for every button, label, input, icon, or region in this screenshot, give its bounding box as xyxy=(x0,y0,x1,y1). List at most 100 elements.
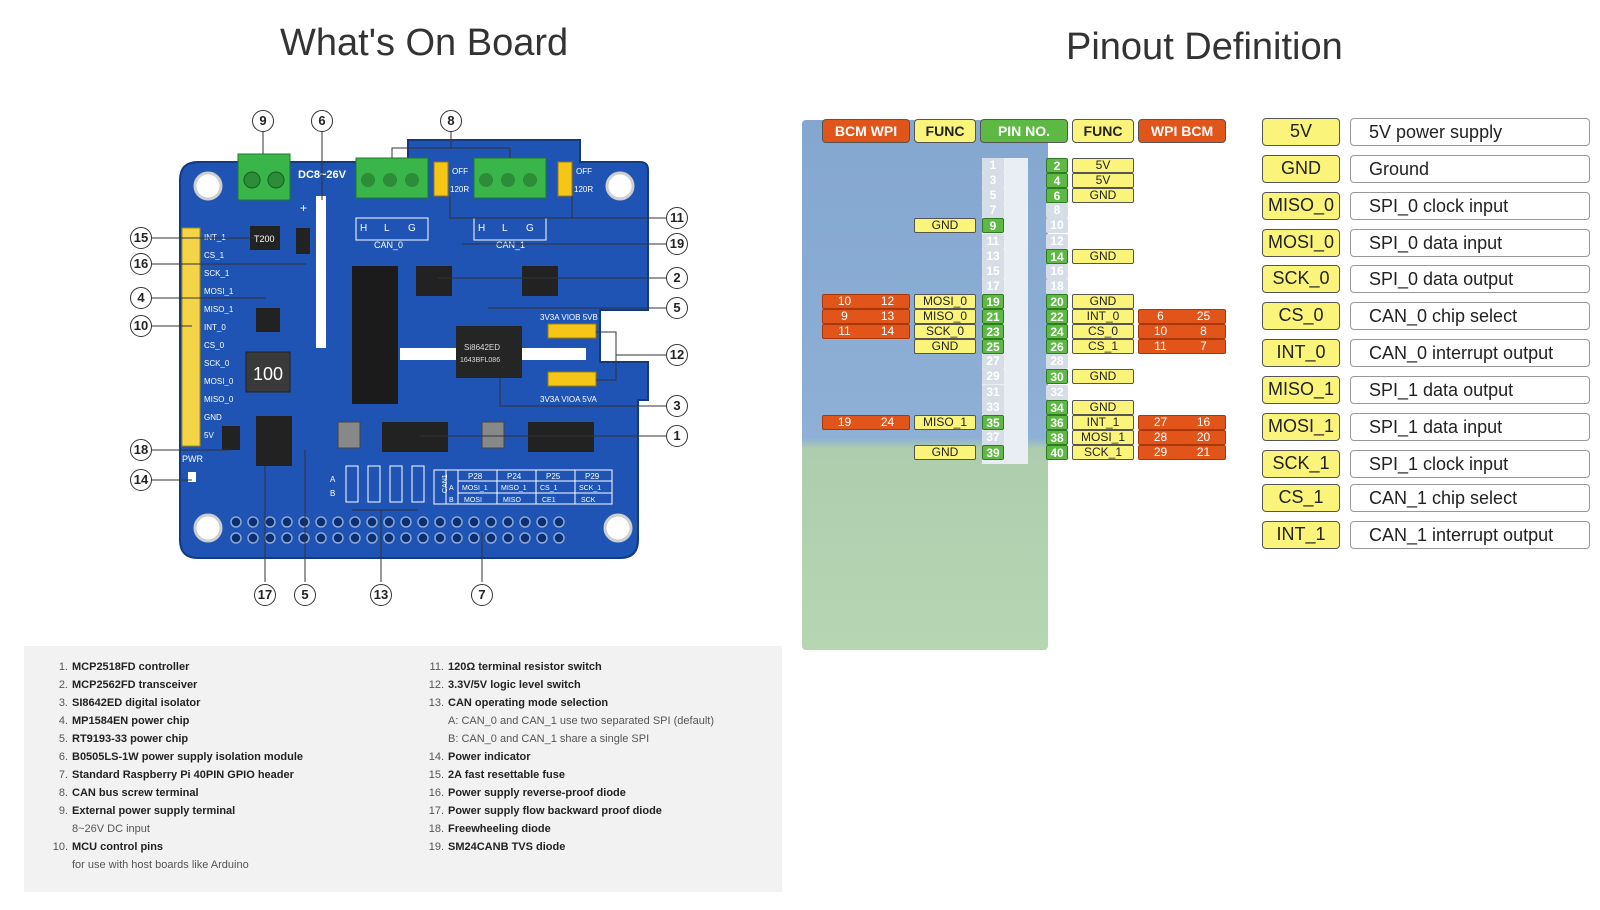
logic-switch-a xyxy=(547,371,597,387)
pin-wpi-right: 11 xyxy=(1154,339,1167,353)
hlg-0: H xyxy=(360,223,367,234)
legend-key: 5V xyxy=(1262,118,1340,146)
side-pin-label: CS_1 xyxy=(204,251,225,260)
gpio-pin xyxy=(434,516,446,528)
pin-func-right: CS_0 xyxy=(1072,324,1134,339)
note-item: 12.3.3V/5V logic level switch xyxy=(416,676,714,694)
mode-table-row-a: A xyxy=(449,485,454,492)
can0-terminal xyxy=(355,157,429,241)
legend-key: CS_0 xyxy=(1262,302,1340,330)
pin-number-left: 21 xyxy=(982,309,1004,324)
pin-number-right: 32 xyxy=(1046,385,1068,400)
note-item: 13.CAN operating mode selection xyxy=(416,694,714,712)
gpio-pin xyxy=(400,532,412,544)
pin-func-right: 5V xyxy=(1072,158,1134,173)
freewheel-diode xyxy=(222,426,240,450)
side-pin-label: MISO_1 xyxy=(204,305,234,314)
gpio-pin xyxy=(349,516,361,528)
note-number: 16. xyxy=(428,787,444,799)
mode-table-header: P28 xyxy=(468,472,483,481)
legend-description: CAN_1 chip select xyxy=(1350,484,1590,512)
note-text: B0505LS-1W power supply isolation module xyxy=(72,751,304,763)
pin-bcm-left: 11 xyxy=(838,324,851,338)
callout-14: 14 xyxy=(130,469,152,491)
legend-key: MISO_0 xyxy=(1262,192,1340,220)
pin-bcm-right: 8 xyxy=(1200,324,1207,338)
gpio-pin xyxy=(519,532,531,544)
mode-table-a-cell: SCK_1 xyxy=(579,485,601,492)
pin-number-right: 6 xyxy=(1046,188,1068,203)
pin-number-left: 5 xyxy=(982,188,1004,203)
side-pin-label: 5V xyxy=(204,431,214,440)
can1-text: CAN_1 xyxy=(496,240,525,250)
side-pin-label: CS_0 xyxy=(204,341,225,350)
legend-description: 5V power supply xyxy=(1350,118,1590,146)
callout-4: 4 xyxy=(130,287,152,309)
t200-text: T200 xyxy=(254,234,275,244)
note-text: Power supply flow backward proof diode xyxy=(448,805,662,817)
side-pin-labels: INT_1CS_1SCK_1MOSI_1MISO_1INT_0CS_0SCK_0… xyxy=(204,233,234,440)
hlg-can1-2: G xyxy=(526,223,534,234)
pin-bcm-left: 19 xyxy=(837,415,852,429)
pin-wpi-left: 13 xyxy=(880,309,895,323)
gpio-pin xyxy=(366,532,378,544)
pin-bcm-right: 21 xyxy=(1196,445,1211,459)
gpio-pin xyxy=(451,516,463,528)
pin-func-left: MISO_0 xyxy=(914,309,976,324)
terminal-resistor-switches xyxy=(433,161,573,197)
gpio-pin xyxy=(485,532,497,544)
digital-isolator xyxy=(456,326,522,378)
note-item: 2.MCP2562FD transceiver xyxy=(40,676,303,694)
gpio-pin xyxy=(536,532,548,544)
note-text: for use with host boards like Arduino xyxy=(72,859,249,871)
legend-description: SPI_1 data output xyxy=(1350,376,1590,404)
hlg-2: G xyxy=(408,223,416,234)
note-item: 5.RT9193-33 power chip xyxy=(40,730,303,748)
note-item: 9.External power supply terminal xyxy=(40,802,303,820)
side-pin-label: MOSI_1 xyxy=(204,287,234,296)
can1-terminal xyxy=(473,157,547,241)
pin-number-right: 4 xyxy=(1046,173,1068,188)
mode-table-a-cell: CS_1 xyxy=(540,485,558,492)
pin-bcm-left: 10 xyxy=(837,294,852,308)
pin-number-right: 18 xyxy=(1046,279,1068,294)
board-diagram: DC8~26V + H L G H L G CAN_0 CAN_1 OFF 12… xyxy=(120,100,720,620)
note-subtext: for use with host boards like Arduino xyxy=(40,856,303,874)
gpio-pin xyxy=(451,532,463,544)
note-text: SI8642ED digital isolator xyxy=(72,697,201,709)
can0-text: CAN_0 xyxy=(374,240,403,250)
callout-5-bottom: 5 xyxy=(294,584,316,606)
side-pin-label: SCK_1 xyxy=(204,269,230,278)
note-item: 18.Freewheeling diode xyxy=(416,820,714,838)
note-number: 1. xyxy=(58,661,68,673)
note-text: External power supply terminal xyxy=(72,805,236,817)
callout-7: 7 xyxy=(471,584,493,606)
callout-11: 11 xyxy=(666,207,688,229)
note-text: 2A fast resettable fuse xyxy=(448,769,565,781)
note-item: 4.MP1584EN power chip xyxy=(40,712,303,730)
header-func-left: FUNC xyxy=(914,119,976,143)
pin-number-left: 33 xyxy=(982,400,1004,415)
off-text-1: OFF xyxy=(576,167,592,176)
pin-func-left: MOSI_0 xyxy=(914,294,976,309)
gpio-pin xyxy=(519,516,531,528)
gpio-pin xyxy=(434,532,446,544)
header-bcm-wpi-left: BCM WPI xyxy=(822,119,910,143)
pin-wpi-left: 12 xyxy=(880,294,895,308)
note-text: SM24CANB TVS diode xyxy=(448,841,566,853)
side-pin-label: GND xyxy=(204,413,222,422)
side-pin-label: MOSI_0 xyxy=(204,377,234,386)
pin-func-right: CS_1 xyxy=(1072,339,1134,354)
note-number: 6. xyxy=(58,751,68,763)
callout-18: 18 xyxy=(130,439,152,461)
gpio-pin xyxy=(553,516,565,528)
transceiver-1 xyxy=(522,266,558,296)
legend-key: SCK_0 xyxy=(1262,265,1340,293)
note-text: Power supply reverse-proof diode xyxy=(448,787,626,799)
